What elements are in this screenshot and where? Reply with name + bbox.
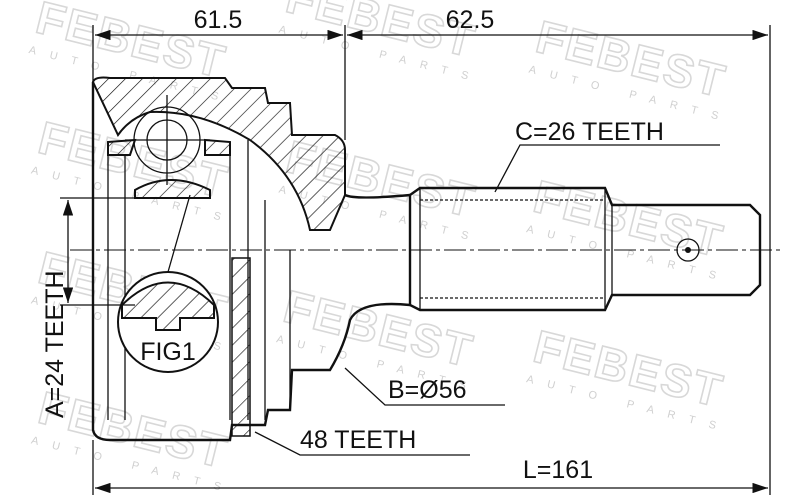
dimension-lines	[60, 25, 771, 495]
fig1-detail: FIG1	[117, 194, 219, 373]
label-seal-diameter: B=Ø56	[388, 376, 467, 404]
label-inner-spline: A=24 TEETH	[41, 270, 69, 418]
center-hole	[676, 238, 700, 262]
label-abs-ring: 48 TEETH	[300, 426, 416, 454]
abs-ring	[231, 257, 251, 437]
fig1-label: FIG1	[140, 338, 196, 366]
outer-shaft	[408, 186, 762, 312]
outer-housing	[91, 76, 411, 442]
label-outer-spline: C=26 TEETH	[515, 118, 664, 146]
dimension-total-length: L=161	[523, 456, 593, 484]
dimension-outer-length: 62.5	[446, 6, 495, 34]
dimension-inner-length: 61.5	[194, 6, 243, 34]
